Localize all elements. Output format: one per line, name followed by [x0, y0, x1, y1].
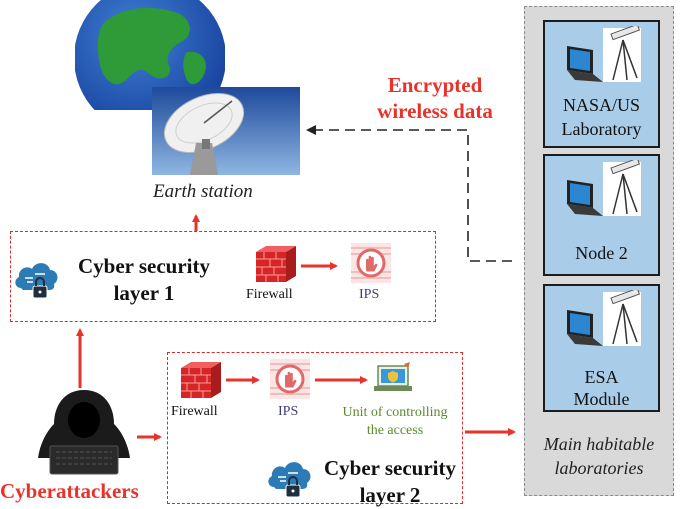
- firewall-icon: [256, 246, 296, 282]
- lab-esa-line1: ESA: [584, 367, 619, 387]
- lab-node2-line1: Node 2: [575, 243, 628, 263]
- lab-esa-module: ESA Module: [543, 284, 660, 412]
- ips-icon: [351, 243, 391, 283]
- earth-station-label: Earth station: [153, 181, 253, 202]
- lab-nasa-line1: NASA/US: [562, 95, 641, 115]
- layer1-ips-label: IPS: [359, 287, 380, 302]
- layer2-ips-label: IPS: [278, 404, 299, 419]
- access-control-line2: the access: [366, 423, 424, 438]
- cyber-security-layer-2: [167, 352, 463, 504]
- lab-nasa-line2: Laboratory: [561, 119, 642, 139]
- lab-node-2: Node 2: [543, 154, 660, 276]
- layer2-title-line2: layer 2: [359, 483, 421, 507]
- layer2-title: Cyber security layer 2: [310, 455, 470, 509]
- cyber-security-layer-1: [10, 231, 436, 322]
- layer2-title-line1: Cyber security: [324, 456, 456, 480]
- access-control-icon: [374, 362, 412, 391]
- layer2-firewall-label: Firewall: [171, 404, 218, 419]
- lab-esa-line2: Module: [573, 389, 630, 409]
- labs-caption: Main habitable laboratories: [526, 432, 672, 480]
- laptop-telescope-icon: [567, 290, 641, 346]
- cyberattackers-label: Cyberattackers: [0, 479, 139, 503]
- layer1-firewall-label: Firewall: [246, 287, 293, 302]
- encrypted-link-line1: Encrypted: [387, 73, 483, 97]
- hacker-icon: [38, 390, 130, 475]
- layer1-title-line1: Cyber security: [78, 254, 210, 278]
- earth-globe-icon: [75, 0, 225, 110]
- labs-caption-line2: laboratories: [554, 458, 644, 478]
- labs-caption-line1: Main habitable: [543, 434, 655, 454]
- wireless-link-line: [306, 125, 512, 262]
- laptop-telescope-icon: [567, 26, 641, 82]
- encrypted-link-label: Encrypted wireless data: [370, 72, 500, 124]
- access-control-line1: Unit of controlling: [342, 405, 448, 420]
- layer1-title-line2: layer 1: [113, 281, 175, 305]
- firewall-icon: [181, 362, 221, 398]
- satellite-dish-image: [152, 87, 300, 175]
- cloud-lock-icon: [268, 462, 311, 498]
- lab-nasa-us: NASA/US Laboratory: [543, 20, 660, 148]
- encrypted-link-line2: wireless data: [377, 99, 493, 123]
- laptop-telescope-icon: [567, 160, 641, 216]
- layer1-title: Cyber security layer 1: [64, 253, 224, 307]
- access-control-label: Unit of controlling the access: [325, 404, 465, 440]
- cloud-lock-icon: [15, 263, 58, 299]
- ips-icon: [270, 359, 310, 399]
